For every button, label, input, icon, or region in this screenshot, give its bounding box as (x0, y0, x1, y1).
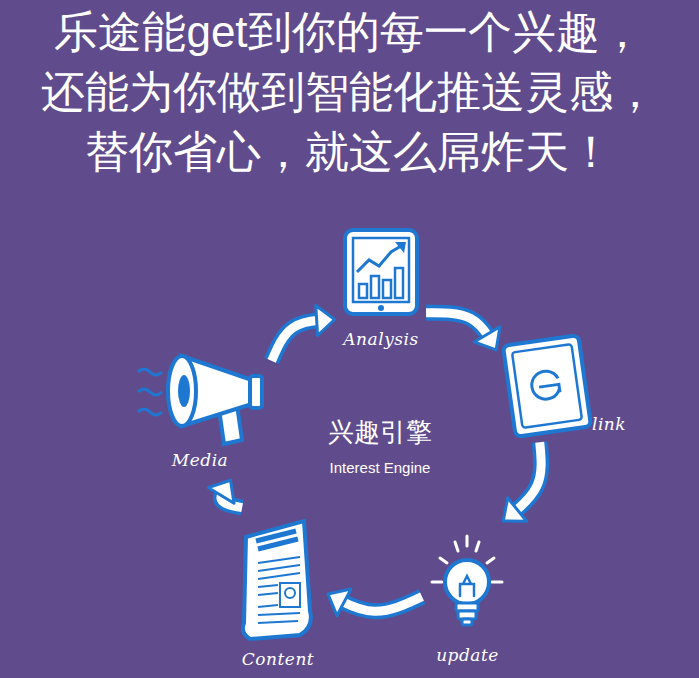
bulb-icon (432, 536, 502, 625)
icon-node: Analysis (343, 228, 419, 350)
cycle-arrow (426, 313, 500, 350)
link-card-icon (503, 335, 591, 437)
node-label: Media (135, 449, 265, 471)
megaphone-icon (138, 356, 262, 444)
arrow-body (503, 442, 541, 521)
arrow-head (503, 498, 526, 521)
tablet-chart-icon (345, 230, 417, 314)
node-label: Analysis (343, 328, 419, 350)
icon-node: Content (238, 515, 318, 670)
arrow-head (208, 480, 234, 503)
cycle-arrow (328, 589, 422, 616)
arrow-head (328, 589, 351, 616)
arrow-head (474, 327, 500, 350)
engine-label: Interest Engine (330, 459, 431, 476)
cycle-arrow (208, 480, 242, 507)
node-label: link (592, 413, 626, 435)
arrow-outline (503, 442, 541, 521)
icon-node: link (505, 338, 626, 435)
arrow-head (316, 306, 335, 336)
icon-node: update (430, 530, 505, 666)
cycle-arrow (272, 306, 335, 361)
newspaper-icon (243, 521, 311, 639)
node-label: Content (238, 648, 318, 670)
engine-label: 兴趣引擎 (328, 415, 432, 450)
icon-node: Media (135, 345, 265, 471)
page-title: 乐途能get到你的每一个兴趣，还能为你做到智能化推送灵感，替你省心，就这么屌炸天… (37, 2, 661, 182)
node-label: update (430, 644, 505, 666)
cycle-arrow (503, 442, 541, 521)
